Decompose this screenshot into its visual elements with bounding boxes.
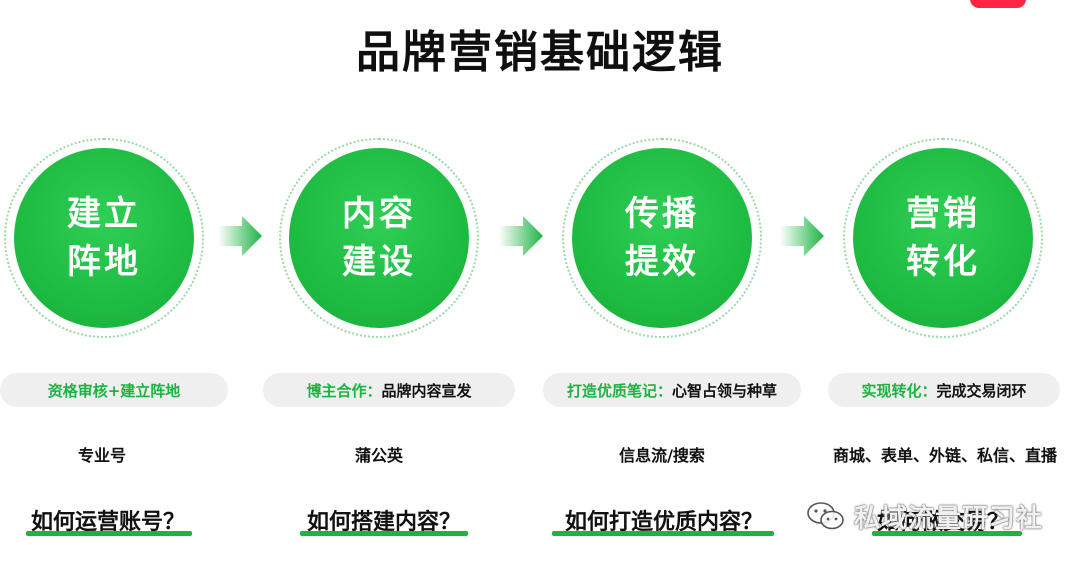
- arrow-right-icon: [780, 216, 824, 256]
- step-1-channel-label: 专业号: [77, 446, 126, 465]
- step-1-question-underline: [26, 531, 192, 536]
- step-2-pill-black-text: 品牌内容宣发: [381, 381, 472, 400]
- step-1-pill-label: 资格审核+建立阵地: [0, 373, 228, 407]
- step-3-pill-label: 打造优质笔记： 心智占领与种草: [543, 373, 801, 407]
- step-4-pill-label: 实现转化： 完成交易闭环: [828, 373, 1060, 407]
- step-4-pill-black-text: 完成交易闭环: [936, 381, 1027, 400]
- step-2-circle: 内容 建设: [289, 148, 469, 328]
- page-title: 品牌营销基础逻辑: [356, 27, 724, 78]
- step-2-question: 如何搭建内容？: [306, 510, 461, 535]
- step-2-pill-green-text: 博主合作：: [306, 381, 382, 400]
- step-2-title-line1: 内容: [342, 194, 416, 234]
- step-2-question-underline: [300, 531, 468, 536]
- step-4-title-line2: 转化: [906, 242, 980, 282]
- step-4-channel-label: 商城、表单、外链、私信、直播: [832, 446, 1057, 465]
- step-1-dotted-ring: [4, 138, 204, 338]
- watermark-text: 私域流量研习社: [854, 503, 1044, 534]
- step-3-dotted-ring: [562, 138, 762, 338]
- brand-logo-pill: [970, 0, 1026, 8]
- step-3-channel-label: 信息流/搜索: [619, 446, 705, 465]
- step-3-pill-green-text: 打造优质笔记：: [566, 381, 672, 400]
- step-1-title-line2: 阵地: [67, 242, 141, 282]
- step-4-circle: 营销 转化: [853, 148, 1033, 328]
- arrow-right-icon: [218, 216, 262, 256]
- step-2-channel-label: 蒲公英: [354, 446, 403, 465]
- step-4-dotted-ring: [843, 138, 1043, 338]
- step-1-question: 如何运营账号？: [30, 510, 185, 535]
- corner-brand-logo: [960, 0, 1080, 12]
- watermark: 私域流量研习社: [806, 496, 1043, 536]
- step-2-title-line2: 建设: [342, 242, 416, 282]
- step-4-question: 如何做交易？: [876, 510, 1009, 535]
- step-2-pill-label: 博主合作： 品牌内容宣发: [263, 373, 515, 407]
- step-3-circle: 传播 提效: [572, 148, 752, 328]
- step-3-title-line2: 提效: [625, 242, 699, 282]
- step-2-dotted-ring: [279, 138, 479, 338]
- wechat-icon: [807, 502, 844, 530]
- step-1-pill-green-text: 资格审核+建立阵地: [47, 381, 181, 400]
- step-1-title-line1: 建立: [67, 194, 141, 234]
- step-4-title-line1: 营销: [906, 194, 980, 234]
- step-3-title-line1: 传播: [625, 194, 699, 234]
- step-3-pill-black-text: 心智占领与种草: [672, 381, 778, 400]
- arrow-right-icon: [499, 216, 543, 256]
- step-4-pill-green-text: 实现转化：: [861, 381, 937, 400]
- step-1-circle: 建立 阵地: [14, 148, 194, 328]
- step-4-question-underline: [872, 531, 1022, 536]
- step-3-question-underline: [552, 531, 774, 536]
- step-3-question: 如何打造优质内容？: [564, 510, 763, 535]
